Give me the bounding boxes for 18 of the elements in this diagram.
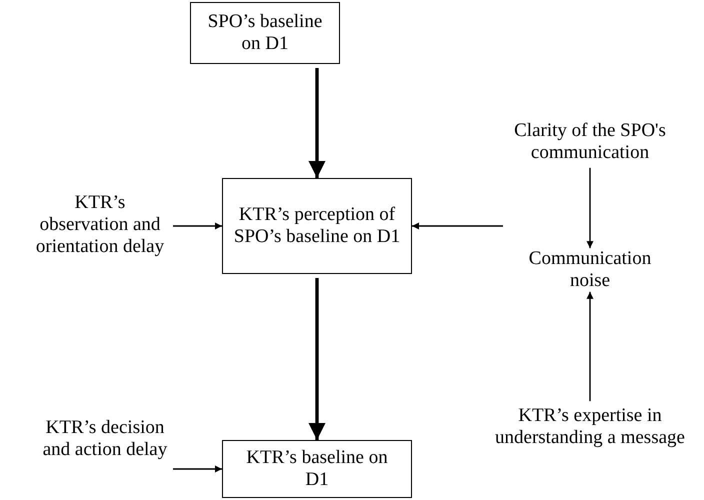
arrow (308, 68, 326, 178)
arrow (586, 168, 594, 248)
arrow (173, 466, 222, 472)
box-label: SPO’s baseline on D1 (206, 11, 324, 55)
box-label: KTR’s baseline on D1 (245, 447, 389, 491)
factor-label: KTR’s decision and action delay (42, 417, 168, 461)
box-label: KTR’s perception of SPO’s baseline on D1 (233, 204, 401, 248)
process-box (190, 2, 340, 64)
factor-label: KTR’s expertise in understanding a message (494, 405, 686, 449)
arrow (586, 292, 594, 402)
factor-label: Clarity of the SPO's communication (513, 120, 667, 164)
process-box (222, 178, 412, 274)
process-box (222, 440, 412, 498)
arrow (412, 222, 503, 230)
arrow (173, 222, 222, 230)
factor-label: Communication noise (528, 248, 652, 292)
factor-label: KTR’s observation and orientation delay (34, 192, 166, 258)
arrow (308, 278, 326, 440)
